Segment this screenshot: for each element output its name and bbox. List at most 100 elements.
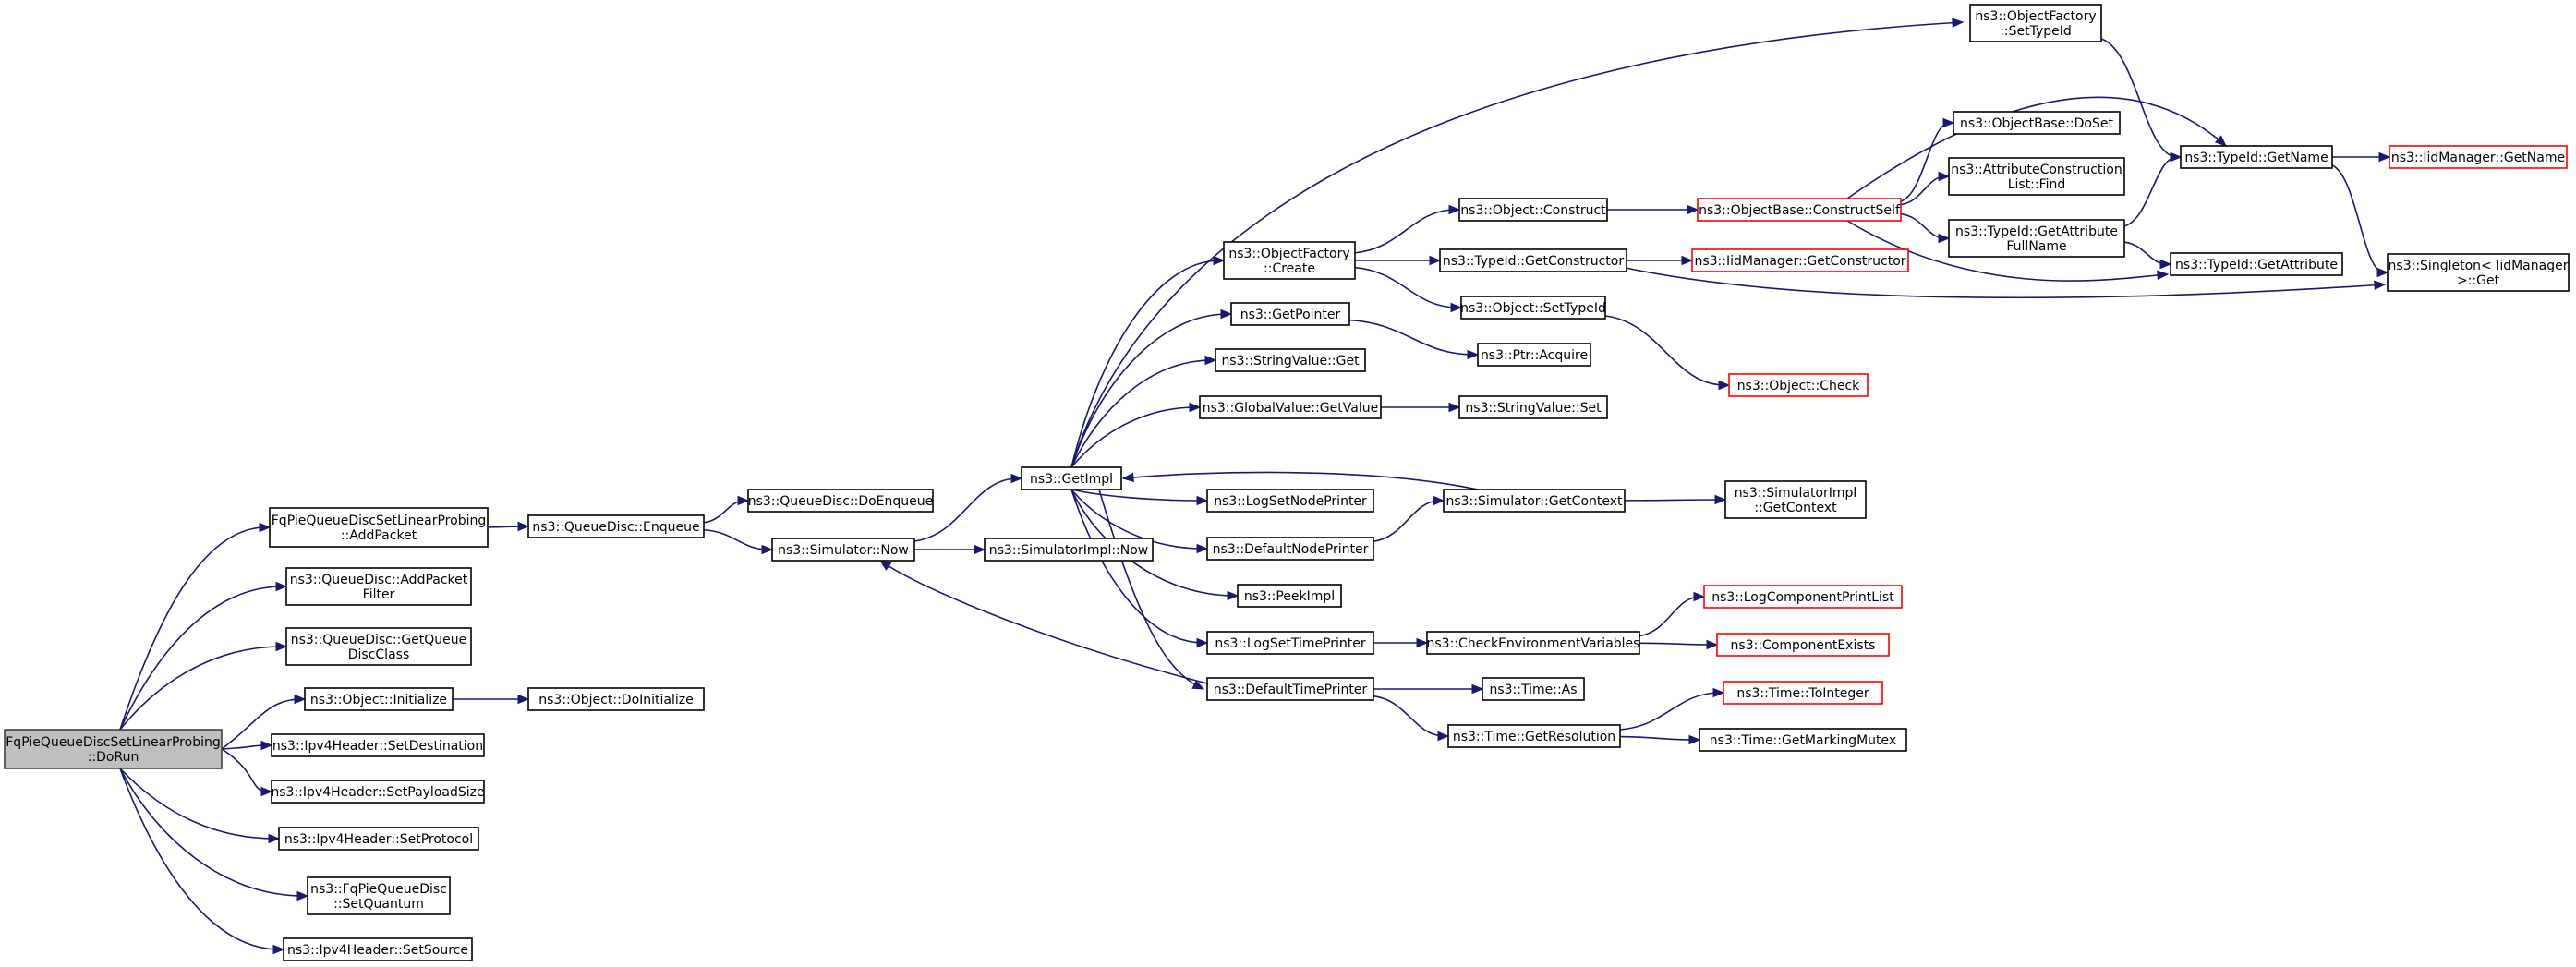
edge-objconstruct-to-objbasectorself xyxy=(1606,204,1699,215)
node-box xyxy=(1206,631,1374,655)
arrowhead xyxy=(1938,233,1951,244)
node-simgetctx[interactable]: ns3::Simulator::GetContext xyxy=(1443,489,1626,513)
edge-root-to-getqueuedisc xyxy=(119,641,288,731)
node-label: ns3::GetPointer xyxy=(1240,308,1341,322)
node-setsource[interactable]: ns3::Ipv4Header::SetSource xyxy=(283,937,473,961)
node-timemutex[interactable]: ns3::Time::GetMarkingMutex xyxy=(1699,728,1907,752)
arrowhead xyxy=(737,495,750,506)
node-typeidgetname[interactable]: ns3::TypeId::GetName xyxy=(2180,145,2333,169)
node-objsettypeid[interactable]: ns3::Object::SetTypeId xyxy=(1460,296,1606,320)
node-timegetres[interactable]: ns3::Time::GetResolution xyxy=(1447,724,1621,748)
node-typeidgetctor[interactable]: ns3::TypeId::GetConstructor xyxy=(1439,248,1627,272)
arrowhead xyxy=(517,521,530,532)
node-root[interactable]: FqPieQueueDiscSetLinearProbing::DoRun xyxy=(4,729,223,769)
node-objbasectorself[interactable]: ns3::ObjectBase::ConstructSelf xyxy=(1697,198,1902,222)
edge-objbasectorself-to-typeidgetattrfull xyxy=(1900,212,1951,244)
node-label: FullName xyxy=(2006,239,2066,254)
node-box xyxy=(2180,145,2333,169)
node-objconstruct[interactable]: ns3::Object::Construct xyxy=(1458,198,1608,222)
edge-getimpl-to-peekimpl xyxy=(1070,489,1240,601)
node-box xyxy=(1215,348,1366,372)
node-box xyxy=(307,876,451,915)
node-label: ns3::QueueDisc::Enqueue xyxy=(532,520,699,535)
node-setquantum[interactable]: ns3::FqPieQueueDisc::SetQuantum xyxy=(307,876,451,915)
edge-objbasectorself-to-objbasedoset xyxy=(1900,117,1955,202)
node-timetoint[interactable]: ns3::Time::ToInteger xyxy=(1723,681,1883,705)
node-checkenv[interactable]: ns3::CheckEnvironmentVariables xyxy=(1426,631,1640,655)
node-label: ns3::GetImpl xyxy=(1030,472,1113,487)
node-label: ns3::SimulatorImpl xyxy=(1735,486,1857,501)
edge-line xyxy=(1619,735,1697,741)
node-timeas[interactable]: ns3::Time::As xyxy=(1482,677,1585,701)
node-label: ns3::Ipv4Header::SetSource xyxy=(287,943,468,958)
node-label: ns3::Object::Check xyxy=(1737,379,1860,393)
arrowhead xyxy=(260,740,273,751)
node-doinit[interactable]: ns3::Object::DoInitialize xyxy=(527,687,705,711)
edge-checkenv-to-logcompprint xyxy=(1639,591,1706,637)
node-enqueue[interactable]: ns3::QueueDisc::Enqueue xyxy=(527,514,705,538)
node-globalvalget[interactable]: ns3::GlobalValue::GetValue xyxy=(1199,395,1382,419)
node-box xyxy=(1482,677,1585,701)
node-label: ::SetTypeId xyxy=(2000,24,2072,39)
node-setpayload[interactable]: ns3::Ipv4Header::SetPayloadSize xyxy=(271,780,485,804)
node-label: ns3::TypeId::GetConstructor xyxy=(1443,254,1624,269)
arrowhead xyxy=(1688,734,1701,745)
edge-getimpl-to-objfactcreate xyxy=(1070,255,1226,468)
arrowhead xyxy=(878,560,892,571)
node-objfactcreate[interactable]: ns3::ObjectFactory::Create xyxy=(1223,241,1356,280)
node-logsetnode[interactable]: ns3::LogSetNodePrinter xyxy=(1206,489,1374,513)
node-strvalset[interactable]: ns3::StringValue::Set xyxy=(1458,395,1608,419)
edge-logsettime-to-checkenv xyxy=(1373,637,1429,648)
node-strvalget[interactable]: ns3::StringValue::Get xyxy=(1215,348,1366,372)
node-simnow[interactable]: ns3::Simulator::Now xyxy=(771,538,915,562)
arrowhead xyxy=(2374,280,2387,290)
node-box xyxy=(285,627,472,666)
node-label: ns3::ObjectFactory xyxy=(1228,247,1349,261)
node-doenqueue[interactable]: ns3::QueueDisc::DoEnqueue xyxy=(747,489,934,513)
node-label: ns3::Ipv4Header::SetPayloadSize xyxy=(271,785,484,800)
edge-getimpl-to-logsettime xyxy=(1070,489,1209,648)
node-objfactsettypeid[interactable]: ns3::ObjectFactory::SetTypeId xyxy=(1969,4,2102,42)
node-logcompprint[interactable]: ns3::LogComponentPrintList xyxy=(1703,585,1903,609)
node-peekimpl[interactable]: ns3::PeekImpl xyxy=(1237,584,1342,608)
node-logsettime[interactable]: ns3::LogSetTimePrinter xyxy=(1206,631,1374,655)
edge-typeidgetctor-to-iidmgrgetctor xyxy=(1626,255,1694,266)
node-simimplnow[interactable]: ns3::SimulatorImpl::Now xyxy=(984,538,1154,562)
edge-objbasectorself-to-attrconstrfind xyxy=(1900,171,1951,206)
node-typeidgetattr[interactable]: ns3::TypeId::GetAttribute xyxy=(2170,252,2343,276)
node-simimplgetctx[interactable]: ns3::SimulatorImpl::GetContext xyxy=(1724,480,1867,519)
edge-line xyxy=(1070,489,1204,550)
node-label: ns3::TypeId::GetAttribute xyxy=(2175,258,2338,272)
arrowhead xyxy=(1191,680,1205,690)
node-objbasedoset[interactable]: ns3::ObjectBase::DoSet xyxy=(1953,111,2121,135)
node-objcheck[interactable]: ns3::Object::Check xyxy=(1728,373,1869,397)
edge-line xyxy=(221,748,269,792)
arrowhead xyxy=(1196,637,1209,648)
node-defaulttime[interactable]: ns3::DefaultTimePrinter xyxy=(1206,677,1374,701)
node-setproto[interactable]: ns3::Ipv4Header::SetProtocol xyxy=(278,827,479,851)
arrowhead xyxy=(1942,117,1955,128)
node-addpacket[interactable]: FqPieQueueDiscSetLinearProbing::AddPacke… xyxy=(269,507,489,548)
arrowhead xyxy=(1714,494,1727,505)
node-singletonget[interactable]: ns3::Singleton< IidManager>::Get xyxy=(2387,253,2570,292)
node-label: ns3::AttributeConstruction xyxy=(1951,163,2122,177)
node-defaultnode[interactable]: ns3::DefaultNodePrinter xyxy=(1206,537,1374,561)
node-iidmgrgetname[interactable]: ns3::IidManager::GetName xyxy=(2389,145,2568,169)
node-box xyxy=(1458,198,1608,222)
node-getpointer[interactable]: ns3::GetPointer xyxy=(1230,302,1350,326)
node-iidmgrgetctor[interactable]: ns3::IidManager::GetConstructor xyxy=(1691,248,1909,272)
node-label: ::DoRun xyxy=(88,750,139,765)
node-setdest[interactable]: ns3::Ipv4Header::SetDestination xyxy=(271,733,485,757)
arrowhead xyxy=(2214,135,2227,147)
node-ptracquire[interactable]: ns3::Ptr::Acquire xyxy=(1477,343,1591,367)
edge-getimpl-to-strvalget xyxy=(1070,355,1217,468)
node-compexists[interactable]: ns3::ComponentExists xyxy=(1716,633,1890,657)
node-objinit[interactable]: ns3::Object::Initialize xyxy=(304,687,454,711)
node-label: ns3::Time::ToInteger xyxy=(1736,686,1869,701)
edge-root-to-addpacket xyxy=(119,522,272,731)
node-getimpl[interactable]: ns3::GetImpl xyxy=(1021,466,1122,490)
